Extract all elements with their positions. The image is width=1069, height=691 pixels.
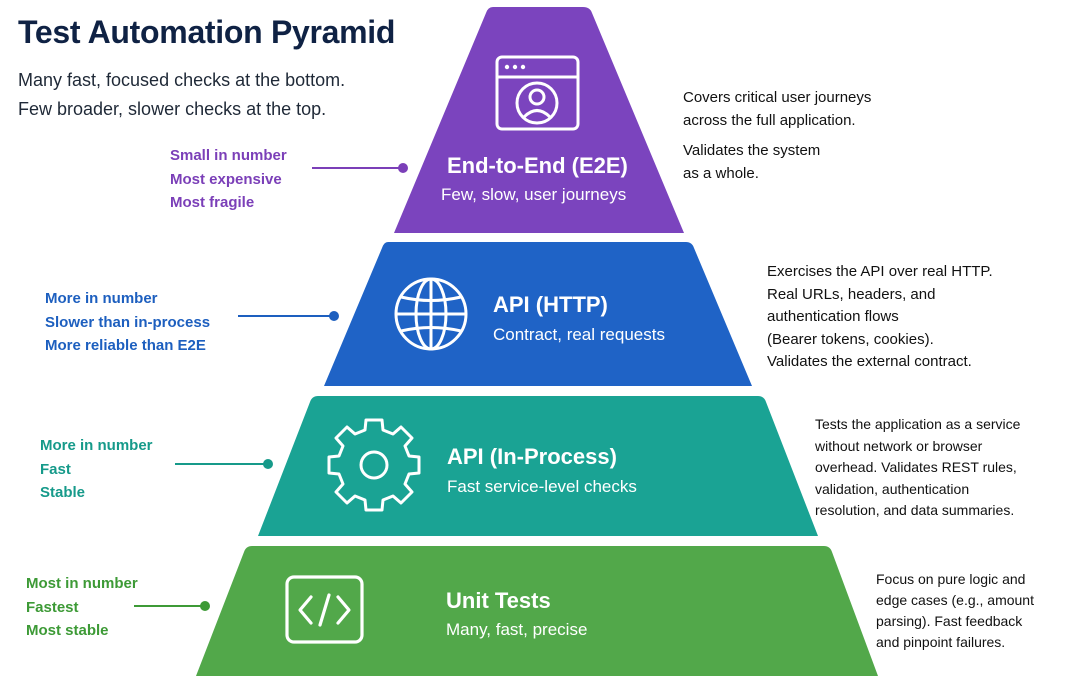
- tier-subtitle-e2e: Few, slow, user journeys: [441, 185, 627, 204]
- subtitle-line: Many fast, focused checks at the bottom.: [18, 70, 346, 90]
- tier-title-e2e: End-to-End (E2E): [447, 153, 628, 178]
- tier-title-api-http: API (HTTP): [493, 292, 608, 317]
- trait-item: Most stable: [26, 622, 109, 639]
- trait-item: Slower than in-process: [45, 313, 211, 331]
- browser-user-icon: [495, 55, 580, 131]
- tier-subtitle-unit: Many, fast, precise: [446, 620, 588, 639]
- description-line: Tests the application as a service: [815, 416, 1021, 432]
- trait-item: More reliable than E2E: [45, 337, 206, 354]
- trait-item: Most fragile: [170, 194, 255, 211]
- description-line: parsing). Fast feedback: [876, 613, 1023, 629]
- description-line: and pinpoint failures.: [876, 634, 1006, 650]
- code-icon: [285, 575, 364, 644]
- description-line: Validates the external contract.: [767, 353, 972, 370]
- globe-icon: [394, 277, 468, 351]
- connector-api-http: [238, 311, 339, 321]
- description-api-http: Exercises the API over real HTTP. Real U…: [767, 261, 993, 374]
- description-line: Focus on pure logic and: [876, 571, 1026, 587]
- trait-item: More in number: [45, 290, 158, 307]
- description-line: as a whole.: [683, 164, 759, 182]
- description-line: Exercises the API over real HTTP.: [767, 263, 993, 280]
- description-line: edge cases (e.g., amount: [876, 592, 1034, 608]
- description-api-inprocess: Tests the application as a service witho…: [815, 414, 1020, 522]
- tier-title-api-inprocess: API (In-Process): [447, 444, 617, 469]
- description-line: (Bearer tokens, cookies).: [767, 330, 934, 348]
- traits-unit: Most in number Fastest Most stable: [26, 572, 138, 643]
- description-line: across the full application.: [683, 111, 856, 129]
- tier-unit: [196, 546, 878, 676]
- page-title: Test Automation Pyramid: [18, 14, 396, 50]
- description-line: Real URLs, headers, and: [767, 285, 936, 303]
- description-line: authentication flows: [767, 308, 899, 325]
- description-line: without network or browser: [815, 437, 983, 454]
- trait-item: Most expensive: [170, 170, 282, 188]
- trait-item: Most in number: [26, 575, 138, 592]
- connector-unit: [134, 601, 210, 611]
- trait-item: Fastest: [26, 598, 79, 616]
- traits-api-inprocess: More in number Fast Stable: [40, 434, 153, 505]
- page-subtitle: Many fast, focused checks at the bottom.…: [18, 66, 345, 124]
- description-line: Covers critical user journeys: [683, 89, 872, 106]
- description-line: resolution, and data summaries.: [815, 502, 1015, 518]
- trait-item: More in number: [40, 437, 153, 454]
- description-line: validation, authentication: [815, 480, 970, 497]
- description-line: Validates the system: [683, 142, 821, 159]
- description-line: overhead. Validates REST rules,: [815, 459, 1017, 475]
- connector-api-inprocess: [175, 459, 273, 469]
- connector-e2e: [312, 163, 408, 173]
- tier-subtitle-api-http: Contract, real requests: [493, 325, 665, 344]
- traits-api-http: More in number Slower than in-process Mo…: [45, 287, 210, 358]
- trait-item: Fast: [40, 460, 71, 478]
- trait-item: Stable: [40, 484, 86, 501]
- description-e2e: Covers critical user journeys across the…: [683, 87, 871, 185]
- tier-title-unit: Unit Tests: [446, 588, 551, 613]
- tier-subtitle-api-inprocess: Fast service-level checks: [447, 477, 637, 496]
- subtitle-line: Few broader, slower checks at the top.: [18, 99, 327, 119]
- trait-item: Small in number: [170, 147, 287, 164]
- traits-e2e: Small in number Most expensive Most frag…: [170, 144, 287, 215]
- gear-icon: [327, 418, 421, 512]
- tier-e2e: [394, 7, 684, 233]
- description-unit: Focus on pure logic and edge cases (e.g.…: [876, 569, 1034, 653]
